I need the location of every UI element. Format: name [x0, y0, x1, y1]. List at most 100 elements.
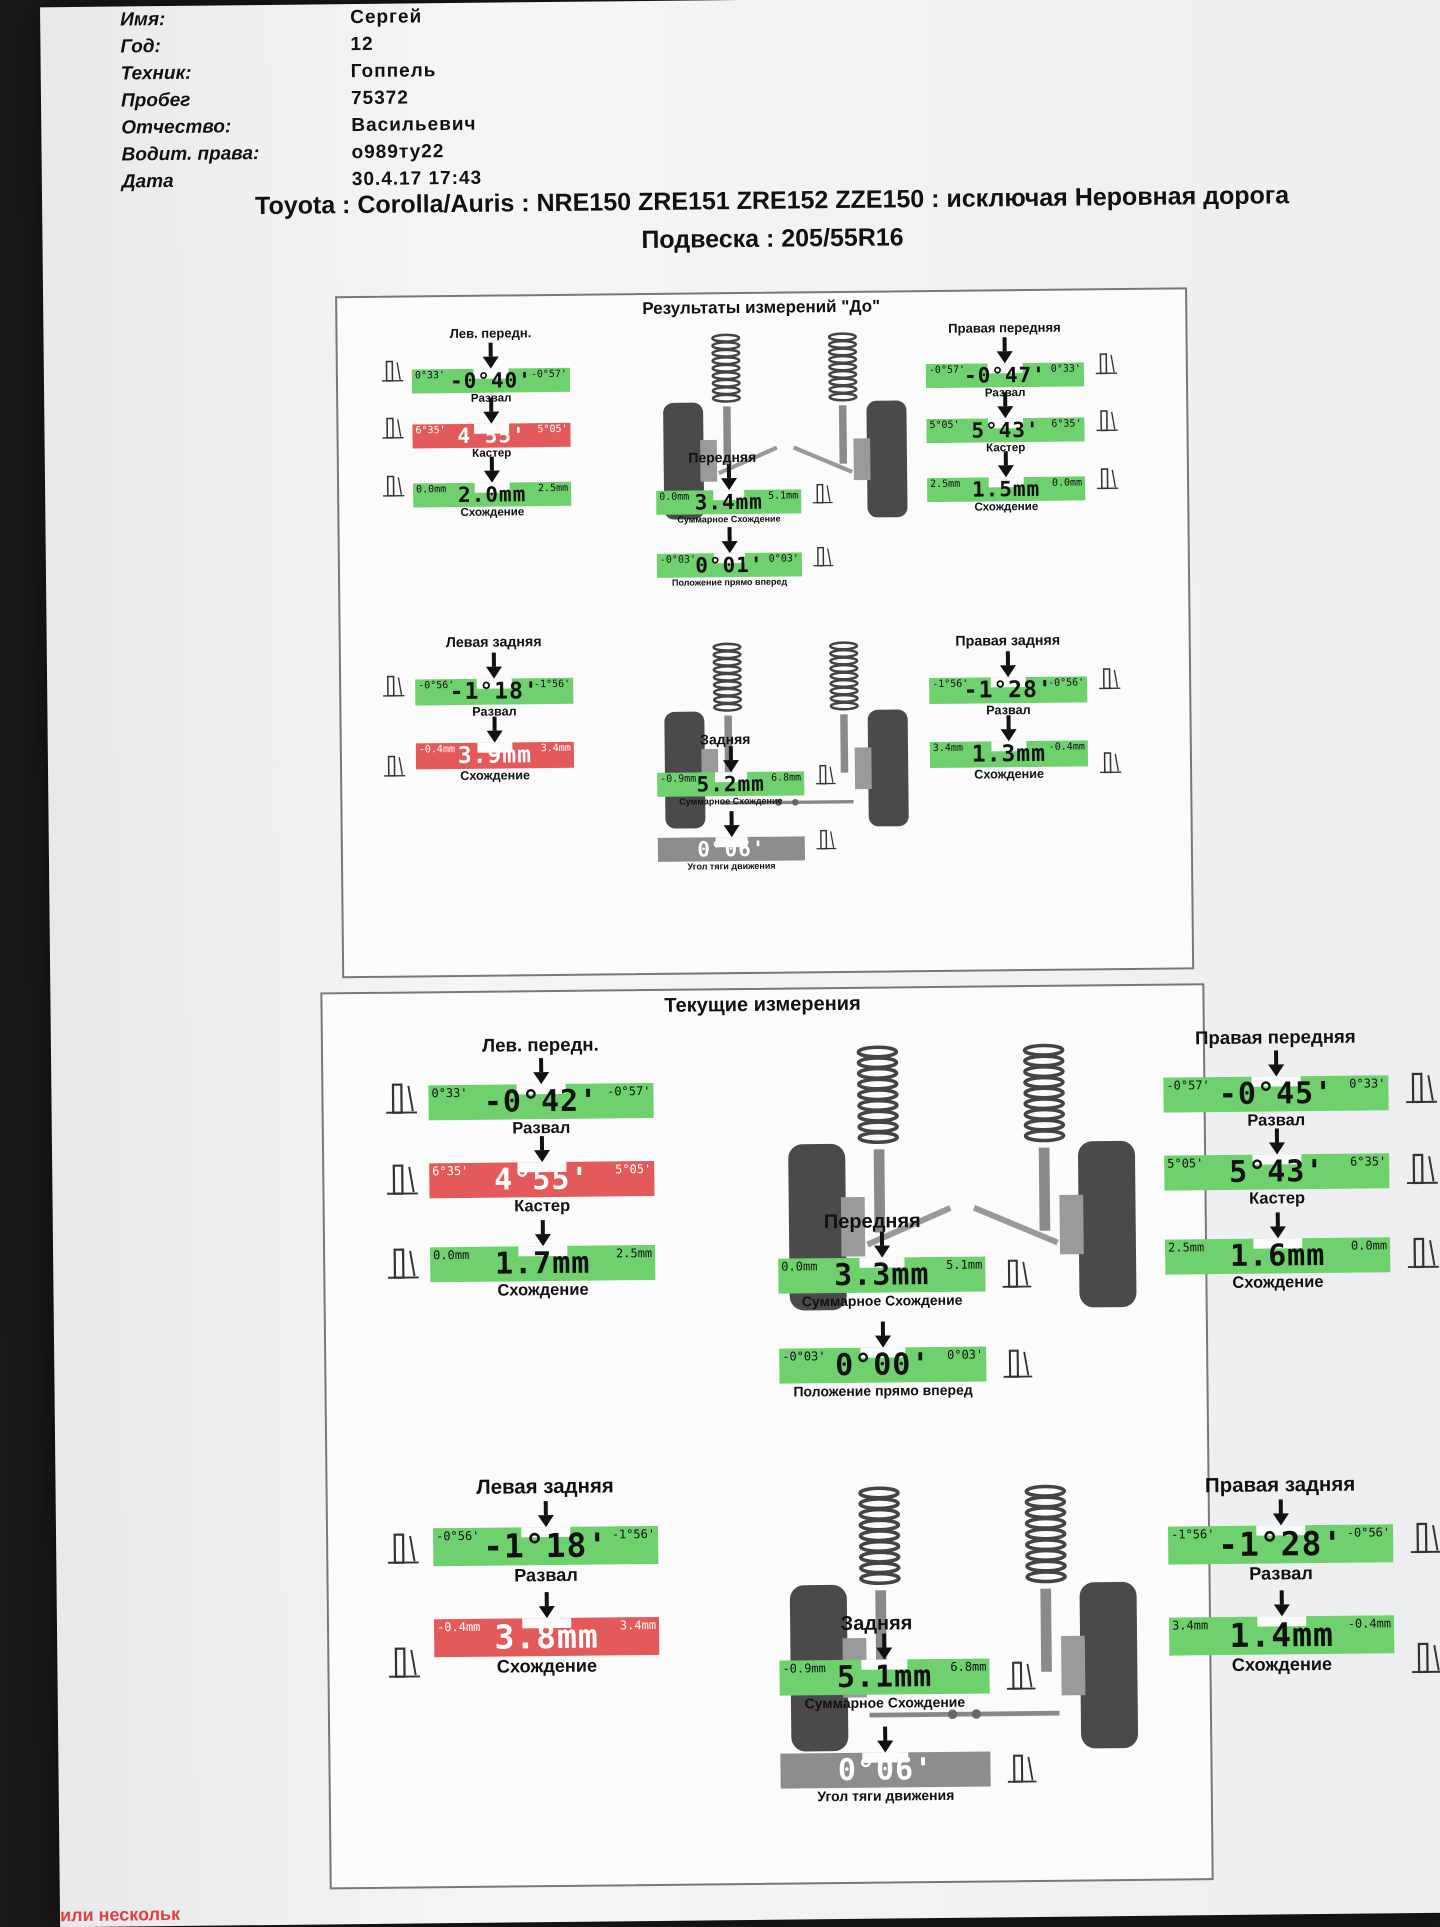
vehicle-title: Toyota : Corolla/Auris : NRE150 ZRE151 Z…: [132, 175, 1413, 264]
measurement-label: Положение прямо вперед: [657, 576, 802, 588]
rr-heading: Правая задняя: [929, 632, 1087, 650]
range-min: -0°57': [1166, 1078, 1210, 1092]
info-label: Пробег: [121, 88, 351, 112]
before-measurements-panel: Результаты измерений "До" Лев. передн.0°…: [335, 287, 1194, 978]
measurement-value: 4°55': [457, 423, 525, 448]
camber-gauge-icon: [1405, 1517, 1440, 1559]
range-min: 0.0mm: [659, 492, 689, 503]
steering-gauge-icon: [998, 1344, 1037, 1383]
total-toe-gauge-icon: [997, 1254, 1036, 1293]
measurement-label: Положение прямо вперед: [779, 1381, 986, 1399]
range-min: 0.0mm: [433, 1248, 469, 1262]
measurement-value: 3.4mm: [695, 490, 763, 515]
range-max: -0.4mm: [1049, 741, 1085, 752]
measurement-label: Угол тяги движения: [781, 1786, 991, 1804]
measurement-bar: 0°33'-0°57'-0°42': [428, 1083, 653, 1120]
measurement-label: Развал: [433, 1564, 658, 1587]
rf-camber-measurement: Правая передняя-0°57'0°33'-0°45'Развал: [1163, 1025, 1389, 1131]
toe-gauge-icon: [1406, 1637, 1440, 1679]
range-max: -0°57': [531, 369, 567, 380]
measurement-bar: 0°06': [780, 1751, 990, 1788]
measurement-bar: 5°05'6°35'5°43': [926, 417, 1084, 443]
measurement-label: Кастер: [430, 1196, 655, 1217]
measurement-label: Схождение: [1165, 1272, 1390, 1293]
info-value: Гоппель: [351, 60, 437, 83]
measurement-bar: 0°06': [658, 836, 805, 862]
rf-caster-measurement: 5°05'6°35'5°43'Кастер: [926, 391, 1085, 455]
measurement-value: -0°40': [450, 368, 532, 393]
camber-gauge-icon: [1092, 349, 1121, 378]
rr-camber-measurement: Правая задняя-1°56'-0°56'-1°28'Развал: [1167, 1472, 1393, 1585]
measurement-label: Схождение: [1169, 1653, 1394, 1676]
caster-gauge-icon: [378, 414, 407, 443]
indicator-arrow-icon: [1001, 729, 1017, 741]
range-min: -0.4mm: [437, 1620, 481, 1634]
indicator-arrow-icon: [533, 1072, 549, 1084]
measurement-value: 3.9mm: [458, 742, 533, 769]
indicator-arrow-icon: [483, 357, 499, 369]
rf-heading: Правая передняя: [1163, 1025, 1388, 1049]
range-min: 2.5mm: [1168, 1240, 1204, 1254]
measurement-value: 2.0mm: [458, 482, 526, 507]
range-min: 0°33': [415, 370, 445, 381]
range-min: 0.0mm: [781, 1259, 817, 1273]
range-max: 0°33': [1349, 1076, 1385, 1090]
measurement-value: -0°45': [1219, 1076, 1334, 1112]
range-min: -0°56': [436, 1529, 480, 1543]
measurement-value: 1.6mm: [1230, 1238, 1326, 1274]
range-min: -0°03': [782, 1349, 826, 1363]
measurement-value: -0°42': [484, 1084, 599, 1120]
measurement-value: 3.8mm: [494, 1617, 599, 1657]
lf-camber-measurement: Лев. передн.0°33'-0°57'-0°42'Развал: [428, 1033, 654, 1139]
lf-heading: Лев. передн.: [428, 1033, 653, 1057]
info-value: 12: [350, 33, 373, 55]
measurement-bar: -0°03'0°03'0°01': [657, 552, 802, 578]
caster-gauge-icon: [381, 1158, 423, 1200]
range-min: 3.4mm: [933, 743, 963, 754]
indicator-arrow-icon: [723, 825, 739, 837]
toe-gauge-icon: [379, 472, 408, 501]
total-toe-gauge-icon: [809, 480, 836, 507]
range-min: -0°03': [660, 554, 696, 565]
measurement-value: 0°00': [835, 1347, 931, 1383]
lr-heading: Левая задняя: [415, 634, 573, 652]
range-max: 5.1mm: [946, 1258, 982, 1272]
current-measurements-panel: Текущие измерения Лев. передн.0°33'-0°57…: [320, 983, 1213, 1889]
steering-gauge-icon: [810, 543, 837, 570]
measurement-label: Суммарное Схождение: [657, 795, 804, 807]
measurement-bar: 0°33' -0°57'-0°40': [412, 368, 570, 394]
toe-gauge-icon: [1096, 748, 1125, 777]
measurement-value: 0°06': [697, 837, 765, 862]
range-min: 0.0mm: [416, 484, 446, 495]
range-max: 0°03': [769, 553, 799, 564]
measurement-bar: -1°56'-0°56'-1°28': [929, 676, 1087, 704]
total-toe-gauge-icon: [1001, 1656, 1040, 1695]
measurement-label: Схождение: [430, 1280, 655, 1301]
measurement-value: -1°28': [964, 677, 1053, 704]
lf-heading: Лев. передн.: [411, 325, 569, 342]
thrust-measurement: 0°06'Угол тяги движения: [780, 1725, 991, 1804]
measurement-value: -0°47': [964, 363, 1046, 388]
measurement-value: -1°18': [450, 678, 539, 705]
camber-gauge-icon: [382, 1527, 424, 1569]
measurement-label: Схождение: [413, 506, 571, 520]
indicator-arrow-icon: [874, 1246, 890, 1258]
range-max: 6°35': [1051, 418, 1081, 429]
measurement-label: Угол тяги движения: [658, 860, 805, 872]
indicator-arrow-icon: [721, 478, 737, 490]
measurement-bar: 6°35'5°05'4°55': [412, 423, 570, 449]
measurement-label: Суммарное Схождение: [656, 513, 801, 525]
